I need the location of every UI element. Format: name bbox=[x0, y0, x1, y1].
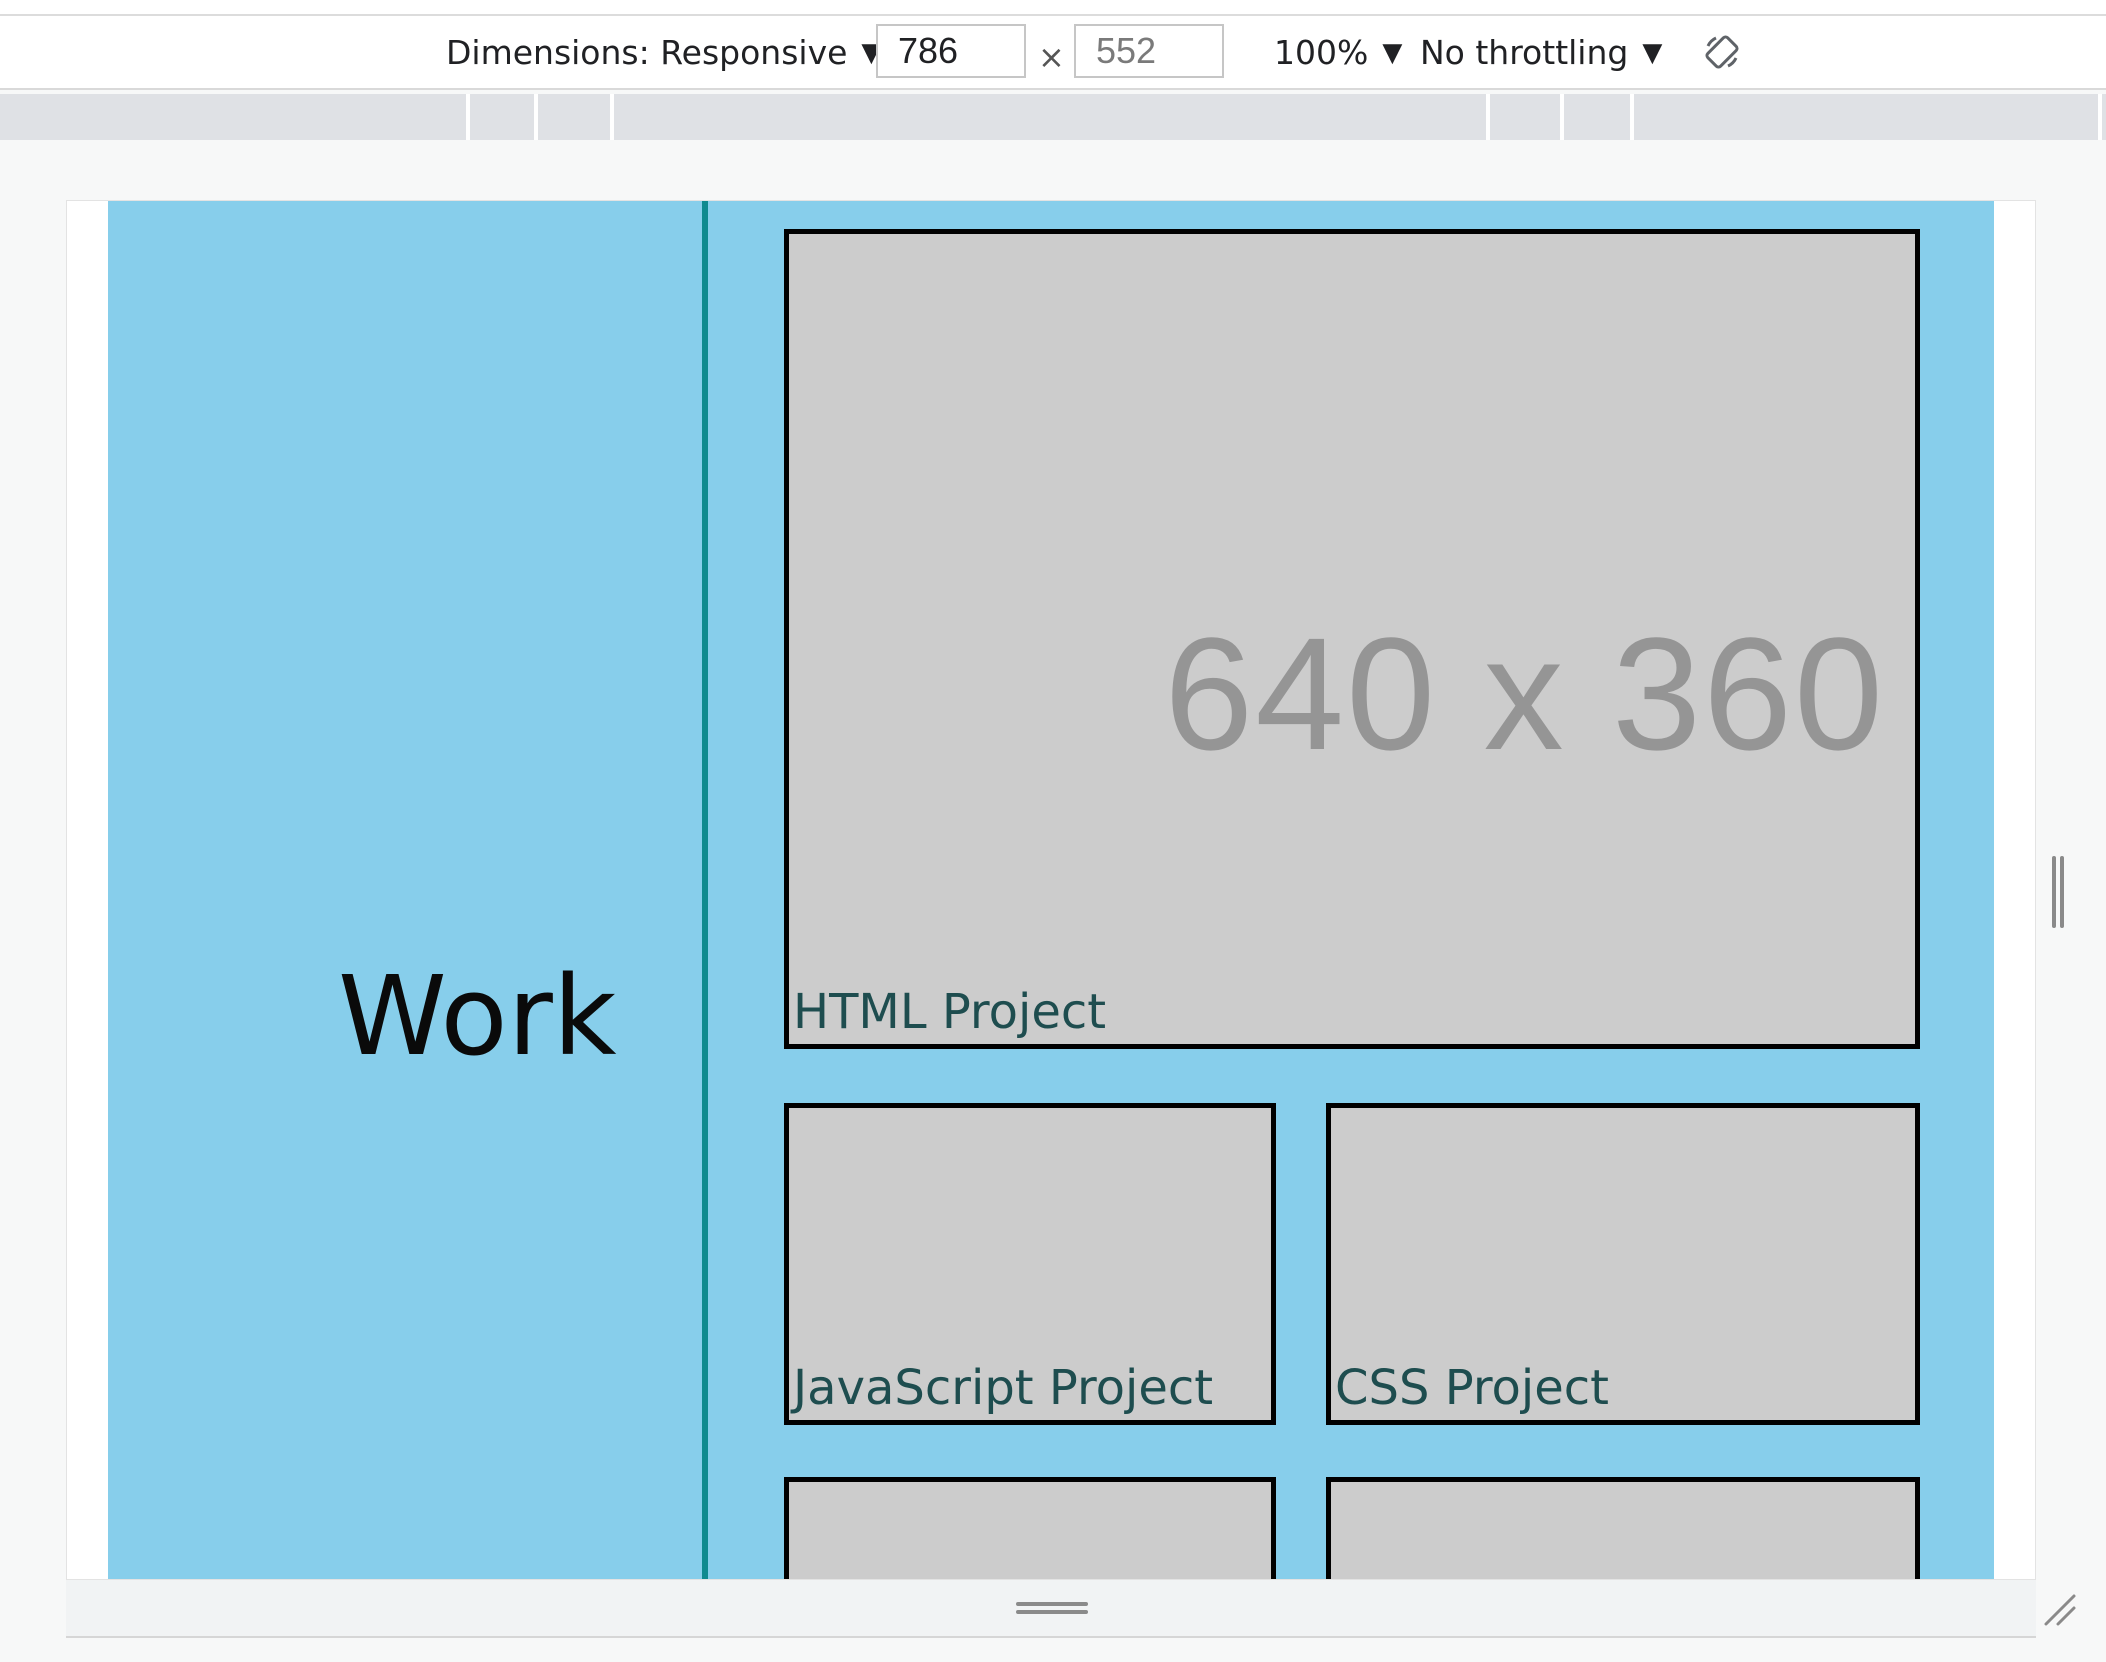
grip-line bbox=[1016, 1610, 1088, 1614]
ruler-tick bbox=[1560, 94, 1564, 140]
project-card[interactable] bbox=[1326, 1477, 1920, 1579]
project-card-javascript[interactable]: JavaScript Project bbox=[784, 1103, 1276, 1425]
throttling-dropdown[interactable]: No throttling ▼ bbox=[1420, 36, 1662, 69]
device-toolbar: Dimensions: Responsive▼ 786 × 552 100%▼ … bbox=[0, 16, 2106, 90]
image-placeholder-text: 640 x 360 bbox=[1164, 604, 1885, 783]
rotate-icon[interactable] bbox=[1702, 32, 1742, 72]
project-card-css[interactable]: CSS Project bbox=[1326, 1103, 1920, 1425]
project-card[interactable] bbox=[784, 1477, 1276, 1579]
project-label: JavaScript Project bbox=[793, 1360, 1214, 1416]
rotate-icon-graphic bbox=[1705, 35, 1739, 69]
ruler-tick bbox=[2098, 94, 2102, 140]
ruler-tick bbox=[466, 94, 470, 140]
zoom-label: 100% bbox=[1274, 33, 1369, 72]
ruler-tick bbox=[1630, 94, 1634, 140]
times-separator: × bbox=[1038, 38, 1065, 76]
devtools-top-strip bbox=[0, 0, 2106, 16]
resize-handle-right[interactable] bbox=[2052, 856, 2066, 928]
chevron-down-icon: ▼ bbox=[1382, 38, 1403, 68]
zoom-dropdown[interactable]: 100% ▼ bbox=[1274, 36, 1402, 69]
grip-line bbox=[1016, 1602, 1088, 1606]
width-input[interactable]: 786 bbox=[876, 24, 1026, 78]
project-label: HTML Project bbox=[793, 984, 1107, 1040]
section-title: Work bbox=[338, 952, 617, 1080]
project-label: CSS Project bbox=[1335, 1360, 1609, 1416]
grip-line bbox=[2060, 856, 2064, 928]
ruler-tick bbox=[610, 94, 614, 140]
ruler-tick bbox=[1486, 94, 1490, 140]
resize-corner-graphic bbox=[2044, 1594, 2076, 1626]
height-input[interactable]: 552 bbox=[1074, 24, 1224, 78]
chevron-down-icon: ▼ bbox=[1642, 38, 1663, 68]
resize-corner-icon[interactable] bbox=[2042, 1592, 2078, 1628]
project-card-html[interactable]: 640 x 360 HTML Project bbox=[784, 229, 1920, 1049]
dimensions-label: Dimensions: Responsive bbox=[446, 33, 848, 72]
grip-line bbox=[2052, 856, 2056, 928]
device-viewport: Work 640 x 360 HTML Project JavaScript P… bbox=[66, 200, 2036, 1580]
dimensions-dropdown[interactable]: Dimensions: Responsive▼ bbox=[446, 36, 881, 69]
section-divider bbox=[702, 201, 708, 1579]
throttling-label: No throttling bbox=[1420, 33, 1629, 72]
viewport-bottom-bar bbox=[66, 1580, 2076, 1638]
resize-handle-bottom[interactable] bbox=[1016, 1602, 1088, 1616]
page-content: Work 640 x 360 HTML Project JavaScript P… bbox=[108, 201, 1994, 1579]
media-query-ruler[interactable] bbox=[0, 94, 2106, 140]
ruler-tick bbox=[534, 94, 538, 140]
